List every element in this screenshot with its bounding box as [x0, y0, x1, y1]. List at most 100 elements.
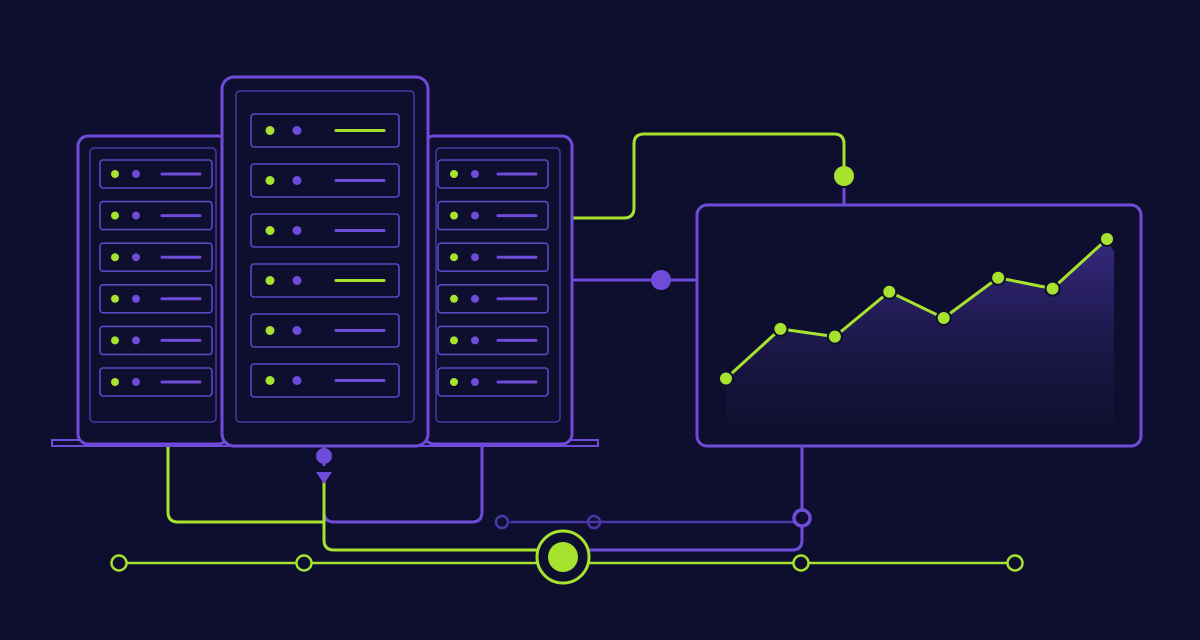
monitor-chart [718, 231, 1115, 424]
status-led [265, 126, 275, 135]
activity-led [292, 276, 302, 285]
status-led [450, 294, 458, 303]
timeline-node-4 [1006, 554, 1024, 572]
status-led [265, 376, 275, 385]
activity-led [292, 376, 302, 385]
status-led [111, 336, 119, 345]
activity-led [132, 378, 140, 386]
server-left-slot [99, 242, 213, 272]
slot-frame [250, 263, 400, 298]
activity-led [132, 294, 140, 303]
slot-frame [99, 283, 213, 314]
server-right-bezel [435, 147, 561, 423]
slot-frame [437, 367, 549, 397]
activity-led [292, 226, 302, 235]
slot-frame [250, 213, 400, 248]
server-right-slot [437, 242, 549, 272]
hub-node [535, 529, 591, 585]
wire-monitor-down [588, 447, 804, 552]
server-left-bezel [89, 147, 217, 423]
server-left-slot [99, 367, 213, 397]
timeline-node-2 [295, 554, 313, 572]
activity-led [292, 126, 302, 135]
monitor [695, 203, 1143, 448]
server-left-slot [99, 325, 213, 356]
activity-led [292, 176, 302, 185]
activity-led [471, 378, 479, 386]
slot-frame [99, 159, 213, 189]
server-left [76, 134, 230, 446]
status-led [265, 326, 275, 335]
wire-left-server-down [166, 447, 324, 524]
activity-led [132, 336, 140, 345]
slot-frame [250, 163, 400, 198]
server-center-slot [250, 263, 400, 298]
node-monitor-top [834, 166, 854, 186]
status-led [450, 170, 458, 178]
server-right [422, 134, 574, 446]
activity-led [132, 211, 140, 220]
slot-frame [437, 325, 549, 356]
slot-frame [250, 313, 400, 348]
status-led [450, 211, 458, 220]
server-center-slot [250, 113, 400, 148]
slot-frame [99, 367, 213, 397]
server-center-bezel [235, 90, 415, 423]
server-center-chassis [220, 75, 430, 448]
activity-led [471, 211, 479, 220]
server-right-slot [437, 367, 549, 397]
status-led [111, 253, 119, 262]
server-group [76, 75, 574, 448]
chart-point [1044, 280, 1061, 297]
activity-led [471, 170, 479, 178]
slot-frame [437, 200, 549, 231]
slot-frame [99, 325, 213, 356]
chart-point [935, 310, 952, 327]
chart-area [726, 239, 1114, 424]
node-server-monitor [651, 270, 671, 290]
status-led [450, 336, 458, 345]
chart-point [826, 328, 843, 345]
chart-point [881, 283, 898, 300]
slot-frame [250, 113, 400, 148]
wire-server-to-monitor-lime [573, 132, 846, 220]
slot-frame [99, 200, 213, 231]
node-monitor-down-ring [792, 508, 812, 528]
server-right-slot [437, 159, 549, 189]
wire-center-to-hub [322, 480, 540, 552]
server-center-slot [250, 313, 400, 348]
server-right-slot [437, 200, 549, 231]
status-led [265, 226, 275, 235]
chart-line [724, 237, 1109, 380]
status-led [111, 211, 119, 220]
server-left-slot [99, 159, 213, 189]
slot-frame [437, 242, 549, 272]
chart-point [772, 320, 789, 337]
link-icon [494, 514, 602, 530]
server-left-slot [99, 283, 213, 314]
activity-led [471, 294, 479, 303]
server-right-chassis [422, 134, 574, 446]
connection-nodes [110, 166, 1024, 585]
status-led [450, 253, 458, 262]
status-led [450, 378, 458, 386]
slot-frame [250, 363, 400, 398]
status-led [111, 170, 119, 178]
status-led [265, 276, 275, 285]
slot-frame [99, 242, 213, 272]
server-center-slot [250, 363, 400, 398]
status-led [265, 176, 275, 185]
wire-right-server-down [322, 447, 484, 524]
timeline-node-1 [110, 554, 128, 572]
server-center-slot [250, 163, 400, 198]
server-center-slot [250, 213, 400, 248]
slot-frame [437, 159, 549, 189]
server-right-slot [437, 325, 549, 356]
chart-point [718, 370, 734, 387]
server-left-slot [99, 200, 213, 231]
chart-point [990, 269, 1007, 286]
server-center [220, 75, 430, 448]
activity-led [471, 336, 479, 345]
node-center-drop-pin [316, 448, 333, 484]
